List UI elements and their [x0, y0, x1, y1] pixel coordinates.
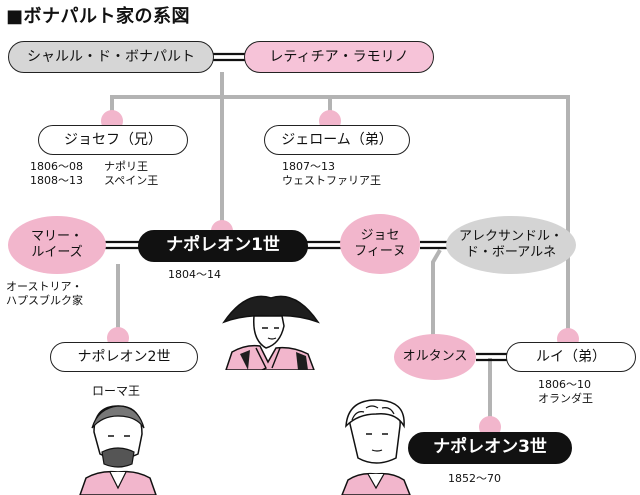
joseph-node: ジョセフ（兄） — [38, 125, 188, 155]
joseph-reign-years: 1806～08 1808～13 — [30, 160, 83, 187]
jerome-node: ジェローム（弟） — [264, 125, 410, 155]
napoleon1-node: ナポレオン1世 — [138, 230, 308, 262]
napoleon1-reign: 1804～14 — [168, 268, 221, 281]
alexandre-beauharnais-node: アレクサンドル・ ド・ボーアルネ — [446, 216, 576, 274]
napoleon1-portrait-illustration — [222, 295, 320, 370]
letizia-ramolino-node: レティチア・ラモリノ — [244, 41, 434, 73]
marie-louise-node: マリー・ ルイーズ — [8, 216, 106, 274]
josephine-node: ジョセ フィーヌ — [340, 214, 420, 274]
napoleon2-node: ナポレオン2世 — [50, 342, 198, 372]
louis-reign: 1806～10 オランダ王 — [538, 378, 593, 405]
jerome-reign: 1807～13 ウェストファリア王 — [282, 160, 381, 187]
charles-bonaparte-node: シャルル・ド・ボナパルト — [8, 41, 214, 73]
diagram-title: ■ボナパルト家の系図 — [6, 6, 191, 27]
napoleon2-title: ローマ王 — [92, 384, 141, 398]
napoleon3-portrait-illustration — [341, 399, 411, 495]
hortense-descent-line — [431, 248, 442, 340]
marie-louise-house: オーストリア・ ハプスブルク家 — [6, 280, 83, 307]
napoleon3-reign: 1852～70 — [448, 472, 501, 485]
napoleon3-node: ナポレオン3世 — [408, 432, 572, 464]
louis-node: ルイ（弟） — [506, 342, 636, 372]
napoleon2-portrait-illustration — [79, 405, 157, 495]
joseph-titles: ナポリ王 スペイン王 — [104, 160, 159, 187]
hortense-node: オルタンス — [394, 334, 476, 380]
